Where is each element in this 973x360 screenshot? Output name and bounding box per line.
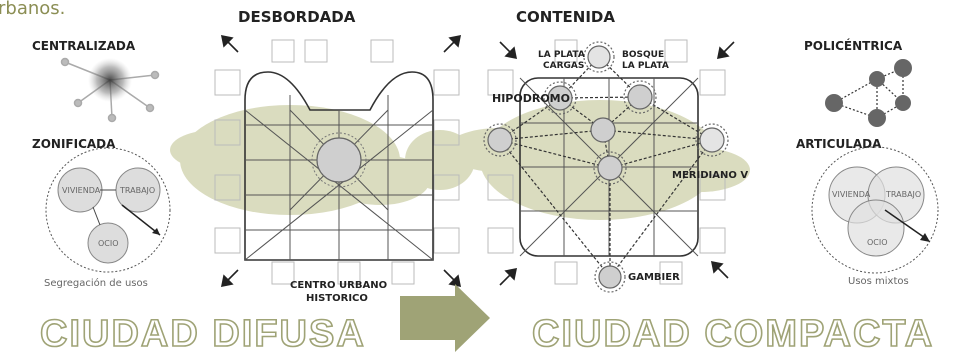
transition-arrow: [400, 284, 490, 352]
top-fragment-text: rbanos.: [0, 0, 65, 19]
splash-background: [170, 100, 750, 220]
articulada-label: ARTICULADA: [796, 137, 882, 151]
meridiano-label: MERIDIANO V: [672, 170, 748, 181]
desbordada-title: DESBORDADA: [238, 8, 356, 26]
policentrica-label: POLICÉNTRICA: [804, 38, 903, 53]
bosque-label-1: BOSQUE: [622, 50, 664, 60]
contenida-grid: [487, 39, 726, 285]
zonificada-label: ZONIFICADA: [32, 137, 116, 151]
centro-urbano-label: CENTRO URBANO: [290, 280, 387, 291]
centralizada-label: CENTRALIZADA: [32, 39, 136, 53]
desbordada-arrows: [220, 34, 462, 288]
la-plata-cargas-label-2: CARGAS: [543, 61, 584, 71]
hipodromo-label: HIPODROMO: [492, 92, 570, 105]
zonificada-graphic: [45, 147, 171, 273]
policentrica-graphic: [825, 59, 912, 127]
centralizada-graphic: [60, 57, 160, 123]
ciudad-compacta-title: CIUDAD COMPACTA: [532, 313, 934, 355]
desbordada-center-node: [316, 137, 362, 183]
historico-label: HISTORICO: [306, 293, 368, 304]
zonificada-caption: Segregación de usos: [44, 277, 148, 289]
contenida-arrows: [499, 41, 735, 286]
ciudad-difusa-title: CIUDAD DIFUSA: [40, 313, 366, 355]
desbordada-grid: [214, 39, 460, 285]
contenida-title: CONTENIDA: [516, 8, 615, 26]
articulada-graphic: [811, 146, 939, 274]
zonificada-vivienda: VIVIENDA: [62, 186, 101, 195]
bosque-label-2: LA PLATA: [622, 61, 669, 71]
contenida-network: [499, 56, 713, 278]
desbordada-center-ring: [311, 132, 367, 188]
zonificada-trabajo: TRABAJO: [119, 186, 155, 195]
articulada-trabajo: TRABAJO: [885, 190, 921, 199]
gambier-label: GAMBIER: [628, 272, 680, 283]
zonificada-ocio: OCIO: [98, 239, 119, 248]
articulada-caption: Usos mixtos: [848, 276, 909, 287]
contenida-nodes: [483, 41, 729, 293]
articulada-vivienda: VIVIENDA: [832, 190, 871, 199]
la-plata-cargas-label-1: LA PLATA: [538, 50, 585, 60]
articulada-ocio: OCIO: [867, 238, 888, 247]
